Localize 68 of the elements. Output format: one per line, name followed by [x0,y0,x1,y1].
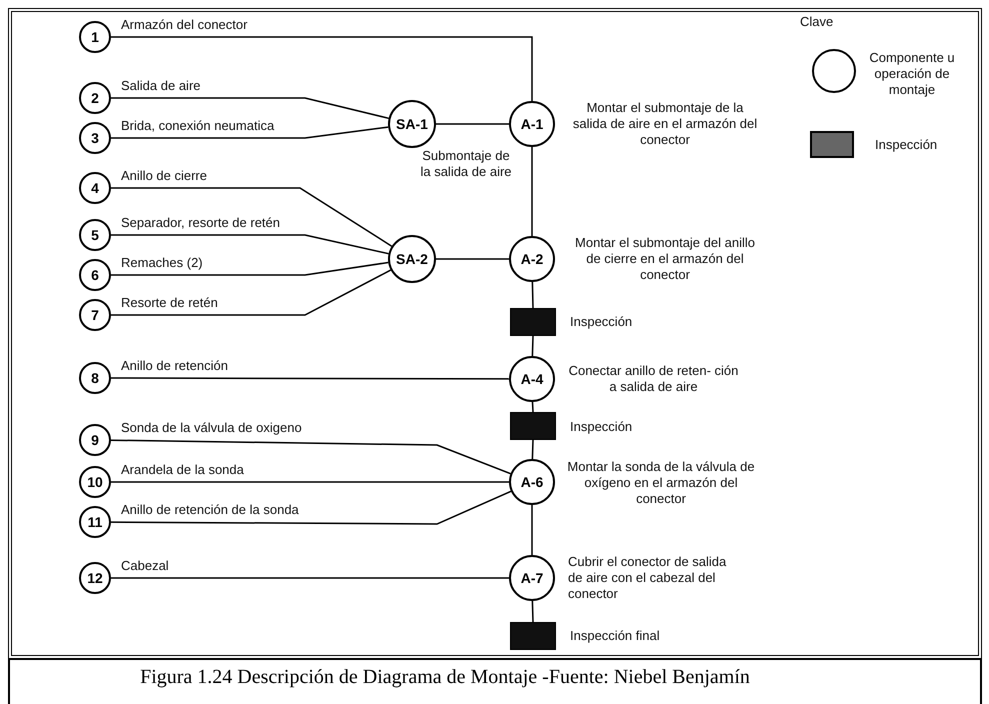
component-circle: 4 [79,172,111,204]
operation-circle: A-1 [509,101,555,147]
component-circle: 5 [79,219,111,251]
part-name: Arandela de la sonda [121,462,244,478]
operation-description: Conectar anillo de reten- ción a salida de aire [568,363,740,395]
operation-circle: A-6 [509,459,555,505]
connector-line [111,377,509,380]
part-name: Anillo de cierre [121,168,207,184]
connector-line [111,269,392,316]
operation-circle: A-7 [509,555,555,601]
part-name: Cabezal [121,558,169,574]
operation-description: Cubrir el conector de salida de aire con el cabezal del conector [568,554,728,602]
connector-line [532,402,534,412]
part-name: Brida, conexión neumatica [121,118,274,134]
operation-description: Montar la sonda de la válvula de oxígeno en el armazón del conector [566,459,756,507]
component-circle: 7 [79,299,111,331]
component-circle: 10 [79,466,111,498]
component-circle: 9 [79,424,111,456]
component-circle: 11 [79,506,111,538]
component-circle: 6 [79,259,111,291]
operation-description: Inspección final [570,628,661,644]
operation-description: Montar el submontaje del anillo de cierre en el armazón del conector [574,235,756,283]
connector-line [436,123,509,125]
part-name: Salida de aire [121,78,200,94]
part-name: Anillo de retención [120,358,228,374]
connector-line [532,282,534,308]
connector-line [110,439,511,474]
inspection-square [510,412,556,440]
legend-title: Clave [800,14,834,30]
connector-line [111,481,509,483]
component-circle: 12 [79,562,111,594]
inspection-square [510,308,556,336]
figure-caption: Figura 1.24 Descripción de Diagrama de Montaje -Fuente: Niebel Benjamín [139,666,751,689]
part-name: Separador, resorte de retén [121,215,280,231]
connector-line [111,234,389,254]
operation-description: Montar el submontaje de la salida de aire en el armazón del conector [572,100,758,148]
part-name: Remaches (2) [121,255,203,271]
connector-line [111,577,509,579]
operation-circle: SA-2 [388,235,436,283]
part-name: Anillo de retención de la sonda [120,502,299,518]
operation-circle: A-4 [509,356,555,402]
legend-label: Componente u operación de montaje [868,50,956,98]
operation-circle: A-2 [509,236,555,282]
legend-label: Inspección [875,137,938,153]
component-circle: 2 [79,82,111,114]
part-name: Resorte de retén [121,295,218,311]
connector-line [111,97,389,120]
connector-line [436,258,509,260]
operation-circle: SA-1 [388,100,436,148]
operation-description: Inspección [570,314,634,330]
connector-line [111,126,388,139]
connector-line [531,505,533,555]
inspection-square [510,622,556,650]
connector-line [111,36,533,101]
connector-line [531,147,533,236]
operation-description: Inspección [570,419,634,435]
component-circle: 1 [79,21,111,53]
connector-line [111,490,512,525]
connector-line [532,440,534,460]
connector-line [111,187,392,247]
connector-line [532,600,534,622]
component-circle: 8 [79,362,111,394]
part-name: Armazón del conector [121,17,248,33]
connector-line [111,262,388,276]
part-name: Sonda de la válvula de oxigeno [120,420,302,436]
component-circle: 3 [79,122,111,154]
subassembly-note: Submontaje de la salida de aire [419,148,513,180]
connector-line [532,336,534,356]
